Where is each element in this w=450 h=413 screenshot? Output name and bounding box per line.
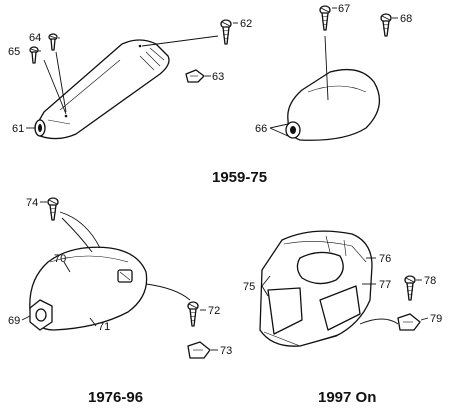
label-65: 65	[8, 46, 20, 58]
label-63: 63	[212, 71, 224, 83]
screw-part-78	[404, 275, 416, 301]
group-1976-96: 74 70 69 71 72 73 1976-96	[8, 197, 232, 406]
screw-part-74	[47, 197, 59, 221]
leader-lines-1997-on	[261, 257, 429, 325]
group-1959-75: 62 64 65 63 61 67 68 66 1959-75	[8, 3, 412, 186]
leader-lines-1959-75	[26, 7, 398, 137]
shroud-part-61	[34, 39, 170, 140]
label-76: 76	[379, 253, 391, 265]
caption-1997-on: 1997 On	[318, 389, 376, 406]
caption-1976-96: 1976-96	[88, 389, 143, 406]
clip-part-73	[187, 341, 211, 359]
group-1997-on: 75 76 77 78 79 1997 On	[243, 230, 442, 406]
label-62: 62	[240, 18, 252, 30]
screw-part-64	[48, 33, 58, 51]
label-70: 70	[54, 253, 66, 265]
label-75: 75	[243, 281, 255, 293]
label-61: 61	[12, 123, 24, 135]
screw-part-65	[29, 46, 39, 64]
clip-part-79	[397, 313, 421, 331]
label-71: 71	[98, 321, 110, 333]
screw-part-67	[319, 5, 331, 31]
label-66: 66	[255, 123, 267, 135]
label-72: 72	[208, 305, 220, 317]
screw-part-62	[220, 19, 232, 45]
shroud-part-66	[285, 68, 381, 141]
label-67: 67	[338, 3, 350, 15]
caption-1959-75: 1959-75	[212, 169, 267, 186]
bezel-part-69	[29, 299, 53, 331]
leader-lines-1976-96	[21, 201, 218, 351]
label-77: 77	[379, 279, 391, 291]
label-78: 78	[424, 275, 436, 287]
shroud-part-70	[29, 246, 148, 331]
label-69: 69	[8, 315, 20, 327]
screw-part-68	[380, 13, 392, 37]
label-64: 64	[29, 32, 41, 44]
clip-part-63	[185, 69, 205, 83]
screw-part-72	[187, 301, 199, 327]
label-68: 68	[400, 13, 412, 25]
label-74: 74	[26, 197, 38, 209]
label-79: 79	[430, 313, 442, 325]
cowl-part-76	[259, 230, 373, 347]
label-73: 73	[220, 345, 232, 357]
